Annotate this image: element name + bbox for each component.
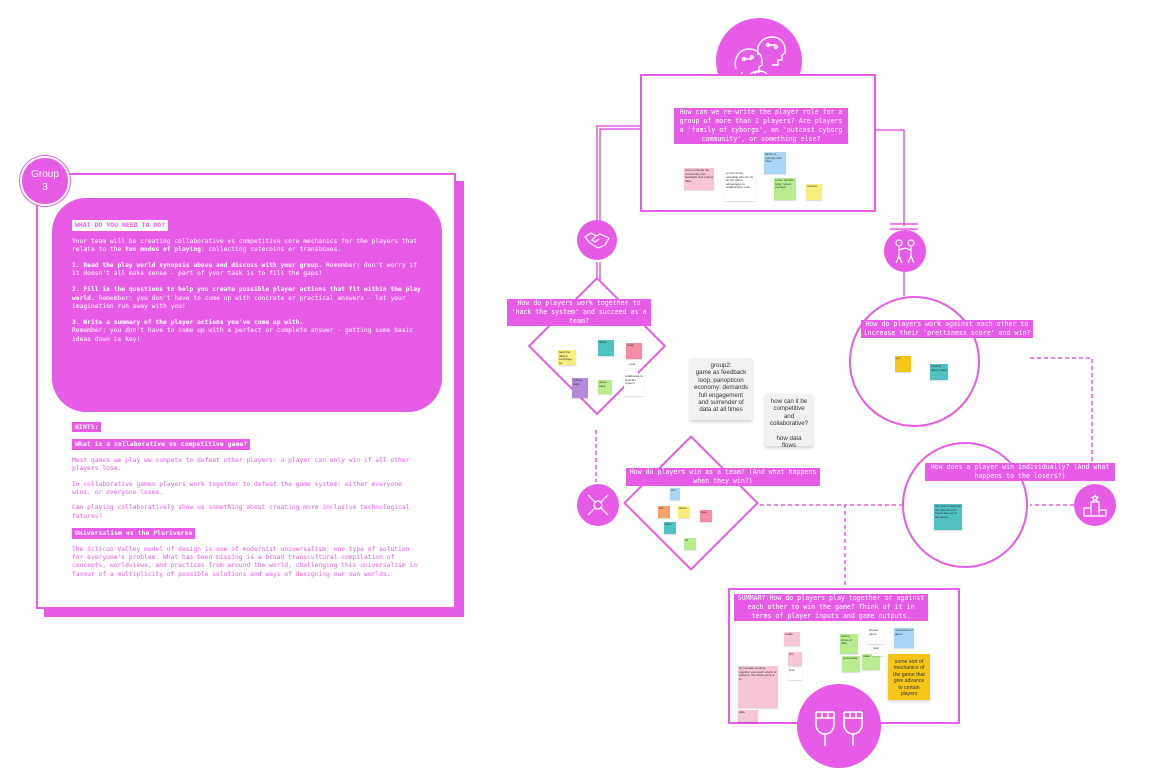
sticky-note[interactable]: cyborg share of data: [840, 634, 858, 654]
group-badge-number: 3: [42, 182, 48, 193]
note-card-competitive[interactable]: how can it be competitive and collaborat…: [765, 394, 813, 449]
sticky-note[interactable]: shared game: [868, 628, 884, 644]
task-heading: WHAT DO YOU NEED TO DO?: [72, 220, 169, 231]
task-step-2: 2. Fill in the questions to help you cre…: [72, 285, 421, 311]
task-step-3: 3. Write a summary of the player actions…: [72, 318, 414, 343]
sticky-note[interactable]: share: [678, 506, 690, 518]
fight-icon: [884, 230, 926, 272]
sticky-note[interactable]: by mutually working together you reach a…: [738, 666, 778, 708]
sticky-note[interactable]: mechanics of game: [894, 628, 914, 648]
sticky-note[interactable]: stealing other's data: [930, 364, 948, 380]
sticky-note[interactable]: group data: [842, 656, 860, 672]
sticky-note[interactable]: how to include the community role - feed…: [684, 168, 714, 190]
sticky-note[interactable]: collaborate to beat the system: [624, 374, 644, 396]
hint-paragraph-1: Most games we play we compete to defeat …: [72, 456, 410, 473]
sticky-note[interactable]: code: [628, 362, 638, 376]
individual-win-question-label: How does a player win individually? (And…: [925, 463, 1115, 481]
sticky-note[interactable]: hack the data in exchange for: [558, 350, 576, 365]
yellow-note[interactable]: some sort of mechanics of the game that …: [888, 654, 930, 700]
sticky-note[interactable]: lose: [700, 510, 712, 522]
sticky-note[interactable]: trade: [862, 654, 880, 670]
top-question-label: How can we re-write the player role for …: [674, 108, 848, 144]
hands-together-icon: [577, 484, 619, 526]
sticky-note[interactable]: family of cyborgs with roles: [764, 152, 786, 174]
raised-fists-icon: [797, 684, 881, 768]
compete-question-label: How do players work against each other t…: [861, 320, 1033, 338]
hint-question-1: What is a collaborative vs competitive g…: [72, 439, 251, 450]
sticky-note[interactable]: lose: [788, 668, 802, 680]
group-badge: Group 3: [20, 156, 70, 206]
task-step-1: 1. Read the play world synopsis above an…: [72, 261, 417, 278]
sticky-note[interactable]: steal: [626, 343, 642, 359]
summary-question-label: SUMMARY:How do players play together or …: [734, 594, 928, 621]
sticky-note[interactable]: to the 'familiar' body, robots yourself: [774, 178, 796, 200]
task-box[interactable]: WHAT DO YOU NEED TO DO? Your team will b…: [52, 198, 442, 412]
hints-title: HINTS:: [72, 422, 102, 433]
individual-win-circle-frame[interactable]: [902, 442, 1028, 568]
sticky-note[interactable]: win: [658, 506, 670, 518]
handshake-icon: [577, 220, 617, 260]
group-badge-label: Group: [31, 169, 59, 180]
collab-question-label: How do players work together to 'hack th…: [507, 299, 651, 326]
sticky-note[interactable]: team: [664, 522, 676, 534]
sticky-note[interactable]: a community, revealing who it's for an t…: [725, 171, 755, 201]
sticky-note[interactable]: cyborg team: [572, 378, 588, 398]
sticky-note[interactable]: share: [598, 340, 614, 356]
hint-paragraph-4: The Silicon Valley model of design is on…: [72, 545, 417, 578]
hint-paragraph-2: In collaborative games players work toge…: [72, 480, 402, 497]
note-card-group2[interactable]: group2: game as feedback loop, panoptico…: [690, 358, 752, 420]
sticky-note[interactable]: collab: [784, 632, 800, 646]
sticky-note[interactable]: win: [788, 652, 802, 666]
hint-paragraph-3: Can playing collaboratively show us some…: [72, 504, 410, 520]
sticky-note[interactable]: outcast: [806, 184, 822, 200]
sticky-note[interactable]: all: [684, 538, 696, 550]
sticky-note[interactable]: win: [670, 488, 680, 500]
sticky-note[interactable]: yes: [895, 356, 911, 372]
sticky-note[interactable]: the winner takes all the data and the lo…: [934, 504, 962, 530]
sticky-note[interactable]: data: [738, 710, 758, 722]
sticky-note[interactable]: group hack: [598, 380, 612, 394]
podium-icon: [1074, 484, 1116, 526]
hints-section: HINTS: What is a collaborative vs compet…: [72, 422, 417, 586]
compete-circle-frame[interactable]: [849, 296, 980, 427]
hint-question-2: Universalism vs the Pluriverse: [72, 528, 196, 539]
task-intro: Your team will be creating collaborative…: [72, 237, 417, 254]
team-win-question-label: How do players win as a team? (And what …: [626, 468, 820, 486]
sticky-note[interactable]: rank: [872, 646, 884, 656]
